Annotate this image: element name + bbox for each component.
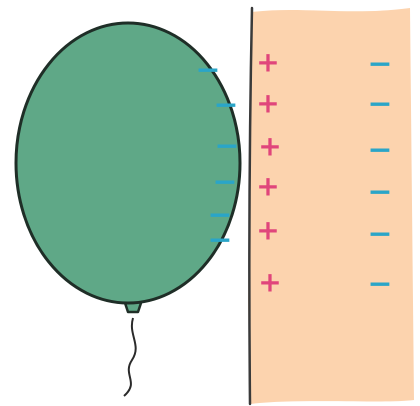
positive-charge: + (256, 87, 279, 120)
negative-charge: − (207, 223, 232, 258)
negative-charge: − (367, 175, 392, 210)
negative-charge: − (367, 217, 392, 252)
negative-charge: − (367, 87, 392, 122)
positive-charge: + (256, 46, 279, 79)
negative-charge: − (213, 88, 238, 123)
negative-charge: − (367, 133, 392, 168)
negative-charge: − (195, 53, 220, 88)
positive-charge: + (258, 130, 281, 163)
positive-charge: + (256, 170, 279, 203)
negative-charge: − (214, 129, 239, 164)
balloon-string (124, 318, 136, 396)
negative-charge: − (212, 165, 237, 200)
positive-charge: + (256, 214, 279, 247)
negative-charge: − (367, 47, 392, 82)
positive-charge: + (258, 266, 281, 299)
negative-charge: − (367, 267, 392, 302)
